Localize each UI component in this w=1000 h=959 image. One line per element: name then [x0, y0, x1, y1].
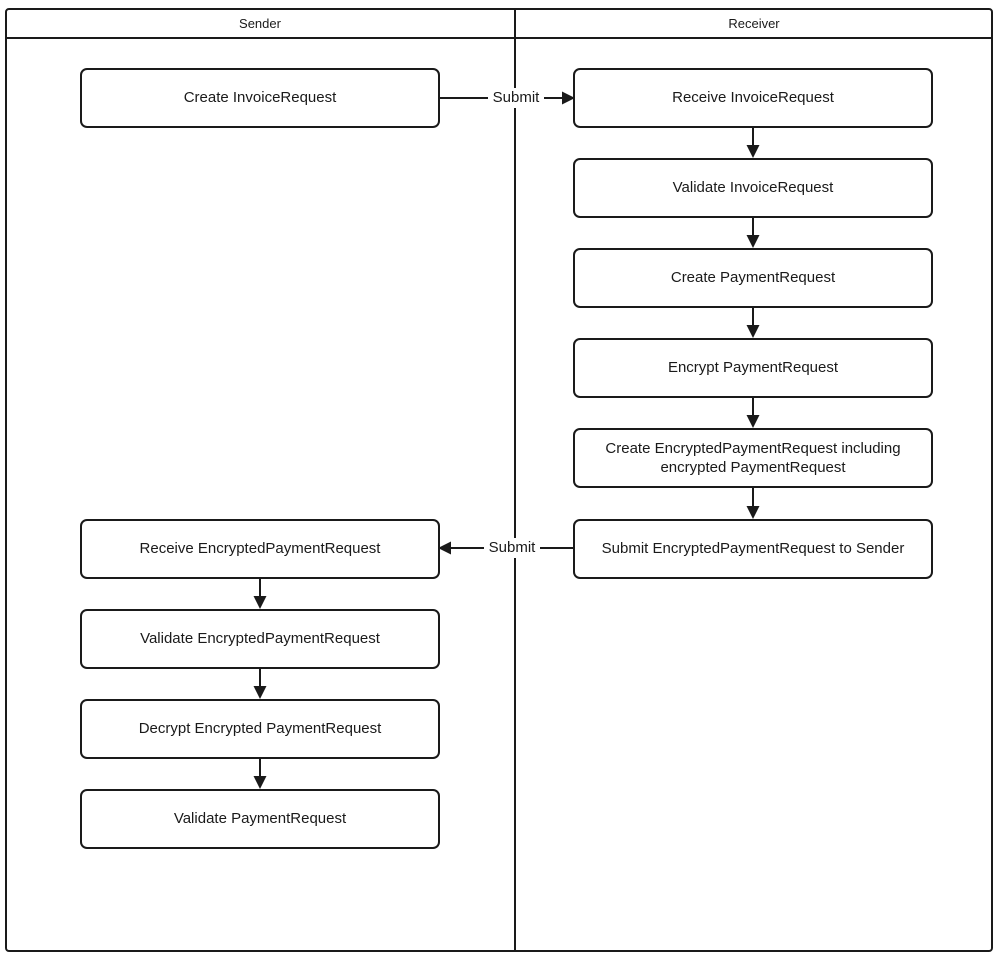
node-label: Submit EncryptedPaymentRequest to Sender: [601, 540, 905, 558]
node-validate-paymentrequest: Validate PaymentRequest: [80, 789, 440, 849]
node-create-invoicerequest: Create InvoiceRequest: [80, 68, 440, 128]
node-submit-encryptedpaymentrequest-to-sender: Submit EncryptedPaymentRequest to Sender: [573, 519, 933, 579]
node-label: Create EncryptedPaymentRequest including…: [605, 439, 901, 477]
lane-divider: [514, 8, 516, 952]
node-label: Validate EncryptedPaymentRequest: [140, 630, 380, 648]
node-receive-encryptedpaymentrequest: Receive EncryptedPaymentRequest: [80, 519, 440, 579]
lane-header-separator: [5, 37, 993, 39]
lane-header-receiver: Receiver: [515, 8, 993, 38]
node-label: Validate InvoiceRequest: [672, 179, 834, 197]
node-label: Encrypt PaymentRequest: [667, 359, 839, 377]
node-validate-encryptedpaymentrequest: Validate EncryptedPaymentRequest: [80, 609, 440, 669]
node-label: Receive InvoiceRequest: [672, 89, 834, 107]
node-decrypt-encrypted-paymentrequest: Decrypt Encrypted PaymentRequest: [80, 699, 440, 759]
node-label: Create PaymentRequest: [670, 269, 836, 287]
node-encrypt-paymentrequest: Encrypt PaymentRequest: [573, 338, 933, 398]
node-label: Receive EncryptedPaymentRequest: [139, 540, 381, 558]
edge-label-submit-to-receiver: Submit: [488, 88, 544, 108]
node-create-encryptedpaymentrequest: Create EncryptedPaymentRequest including…: [573, 428, 933, 488]
node-label: Validate PaymentRequest: [173, 810, 347, 828]
lane-header-sender: Sender: [5, 8, 515, 38]
node-label: Decrypt Encrypted PaymentRequest: [138, 720, 382, 738]
node-label: Create InvoiceRequest: [183, 89, 337, 107]
pool-frame: [5, 8, 993, 952]
node-create-paymentrequest: Create PaymentRequest: [573, 248, 933, 308]
node-validate-invoicerequest: Validate InvoiceRequest: [573, 158, 933, 218]
lane-title-sender: Sender: [239, 15, 281, 31]
edge-label-submit-to-sender: Submit: [484, 538, 540, 558]
lane-title-receiver: Receiver: [728, 15, 780, 31]
node-receive-invoicerequest: Receive InvoiceRequest: [573, 68, 933, 128]
